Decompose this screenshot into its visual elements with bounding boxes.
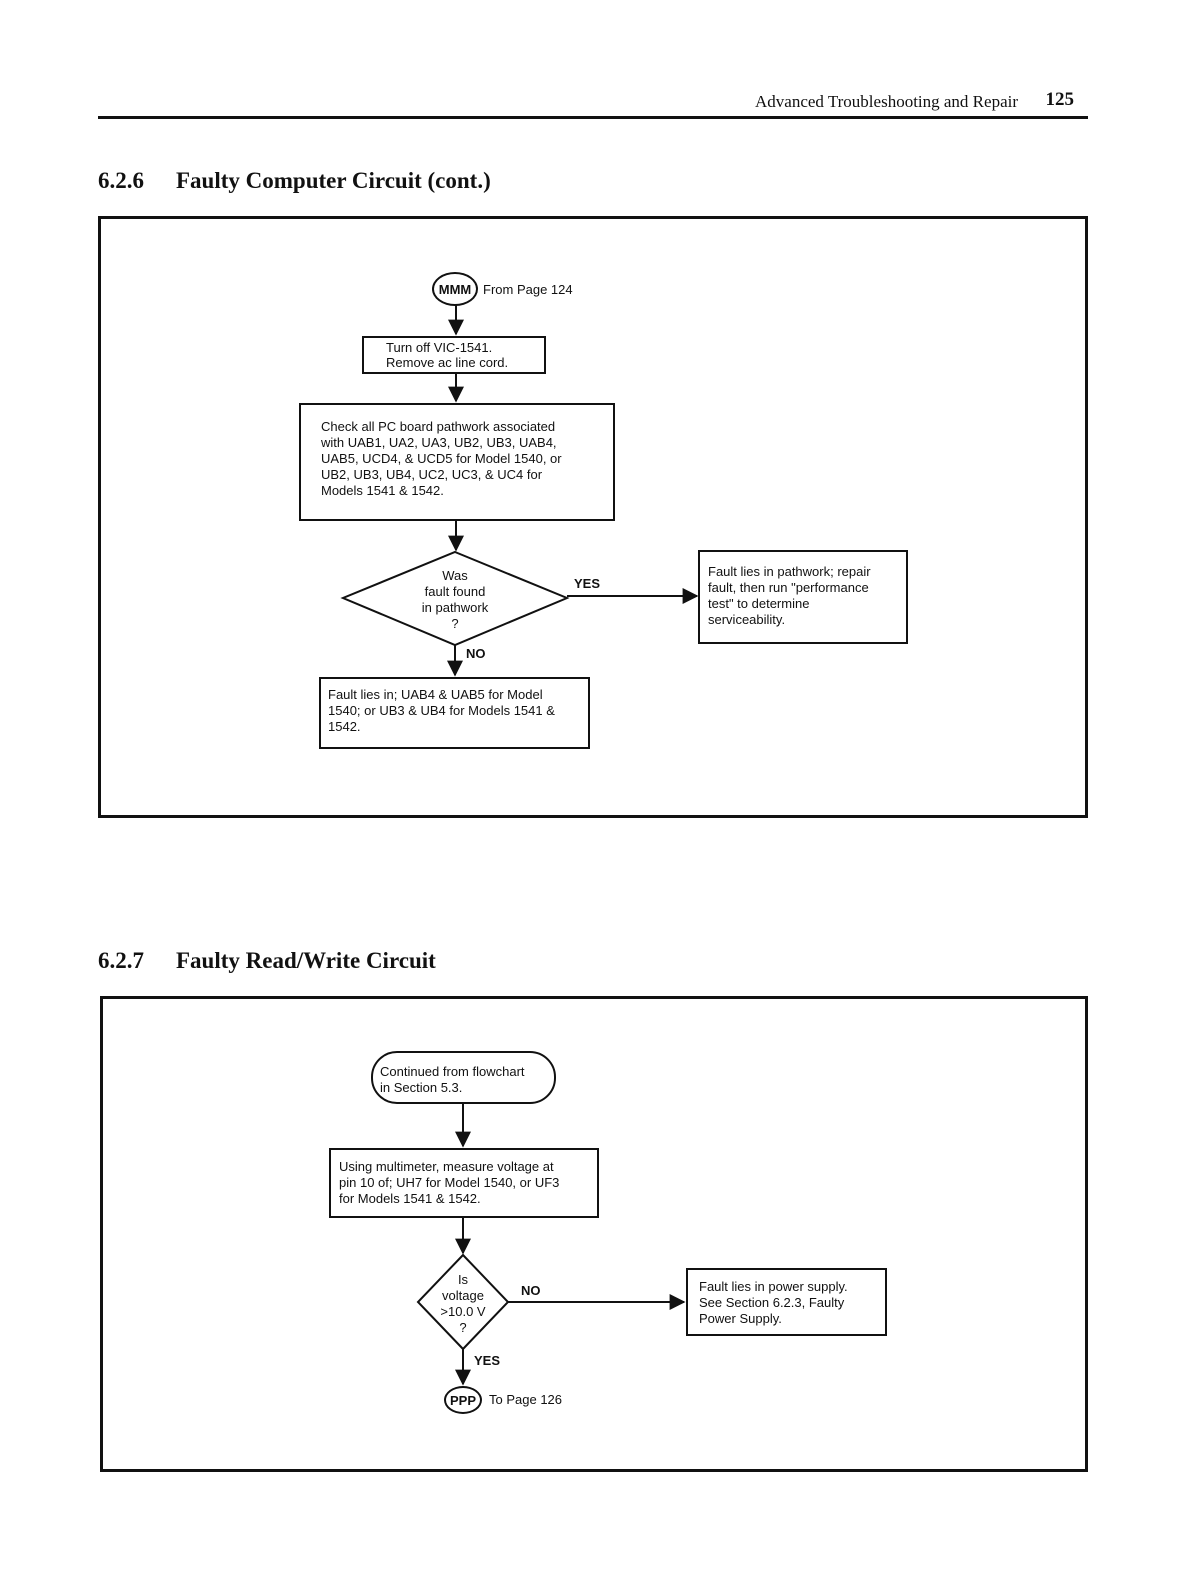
no-label: NO (466, 646, 486, 661)
running-header: Advanced Troubleshooting and Repair 125 (98, 88, 1088, 119)
decision-line: ? (451, 616, 459, 631)
yes-label: YES (474, 1353, 501, 1368)
result-line: fault, then run "performance (708, 580, 869, 595)
result-line: See Section 6.2.3, Faulty (699, 1295, 845, 1310)
no-label: NO (521, 1283, 541, 1298)
flowchart-frame-626 (98, 216, 1088, 818)
decision-text-voltage: Is voltage >10.0 V ? (423, 1272, 503, 1336)
result-pathwork-fault: Fault lies in pathwork; repair fault, th… (698, 550, 908, 644)
decision-line: >10.0 V (440, 1304, 486, 1319)
step-line: with UAB1, UA2, UA3, UB2, UB3, UAB4, (321, 435, 557, 450)
connector-ppp: PPP (444, 1386, 482, 1414)
connector-note-to: To Page 126 (489, 1392, 563, 1407)
decision-text-pathwork: Was fault found in pathwork ? (395, 568, 515, 632)
result-line: Fault lies in pathwork; repair (708, 564, 871, 579)
page-number: 125 (1045, 89, 1075, 110)
decision-line: ? (459, 1320, 467, 1335)
decision-line: in pathwork (421, 600, 489, 615)
connector-note-from: From Page 124 (483, 282, 573, 297)
connector-mmm: MMM (432, 272, 478, 306)
step-check-pathwork: Check all PC board pathwork associated w… (299, 403, 615, 521)
result-line: 1540; or UB3 & UB4 for Models 1541 & (328, 703, 555, 718)
step-turn-off: Turn off VIC-1541. Remove ac line cord. (362, 336, 546, 374)
step-line: pin 10 of; UH7 for Model 1540, or UF3 (339, 1175, 560, 1190)
section-heading: Faulty Read/Write Circuit (176, 948, 436, 973)
step-line: UB2, UB3, UB4, UC2, UC3, & UC4 for (321, 467, 543, 482)
result-line: Fault lies in; UAB4 & UAB5 for Model (328, 687, 543, 702)
yes-label: YES (574, 576, 601, 591)
step-line: Turn off VIC-1541. (386, 340, 493, 355)
step-line: Models 1541 & 1542. (321, 483, 444, 498)
result-line: test" to determine (708, 596, 810, 611)
step-measure-voltage: Using multimeter, measure voltage at pin… (329, 1148, 599, 1218)
section-number: 6.2.6 (98, 168, 144, 193)
section-title-627: 6.2.7 Faulty Read/Write Circuit (98, 948, 436, 974)
result-line: Fault lies in power supply. (699, 1279, 848, 1294)
decision-line: voltage (442, 1288, 484, 1303)
section-title-626: 6.2.6 Faulty Computer Circuit (cont.) (98, 168, 491, 194)
decision-line: fault found (424, 584, 486, 599)
decision-line: Was (442, 568, 468, 583)
result-line: 1542. (328, 719, 361, 734)
header-title: Advanced Troubleshooting and Repair (755, 92, 1018, 111)
start-terminal: Continued from flowchart in Section 5.3. (371, 1051, 556, 1104)
step-line: for Models 1541 & 1542. (339, 1191, 481, 1206)
result-line: Power Supply. (699, 1311, 782, 1326)
result-power-supply: Fault lies in power supply. See Section … (686, 1268, 887, 1336)
result-ic-fault: Fault lies in; UAB4 & UAB5 for Model 154… (319, 677, 590, 749)
terminal-line: Continued from flowchart (380, 1064, 525, 1079)
flowchart-frame-627 (100, 996, 1088, 1472)
decision-line: Is (457, 1272, 469, 1287)
section-heading: Faulty Computer Circuit (cont.) (176, 168, 491, 193)
step-line: Using multimeter, measure voltage at (339, 1159, 554, 1174)
section-number: 6.2.7 (98, 948, 144, 973)
step-line: Check all PC board pathwork associated (321, 419, 556, 434)
step-line: Remove ac line cord. (386, 355, 509, 370)
result-line: serviceability. (708, 612, 786, 627)
terminal-line: in Section 5.3. (380, 1080, 463, 1095)
step-line: UAB5, UCD4, & UCD5 for Model 1540, or (321, 451, 562, 466)
